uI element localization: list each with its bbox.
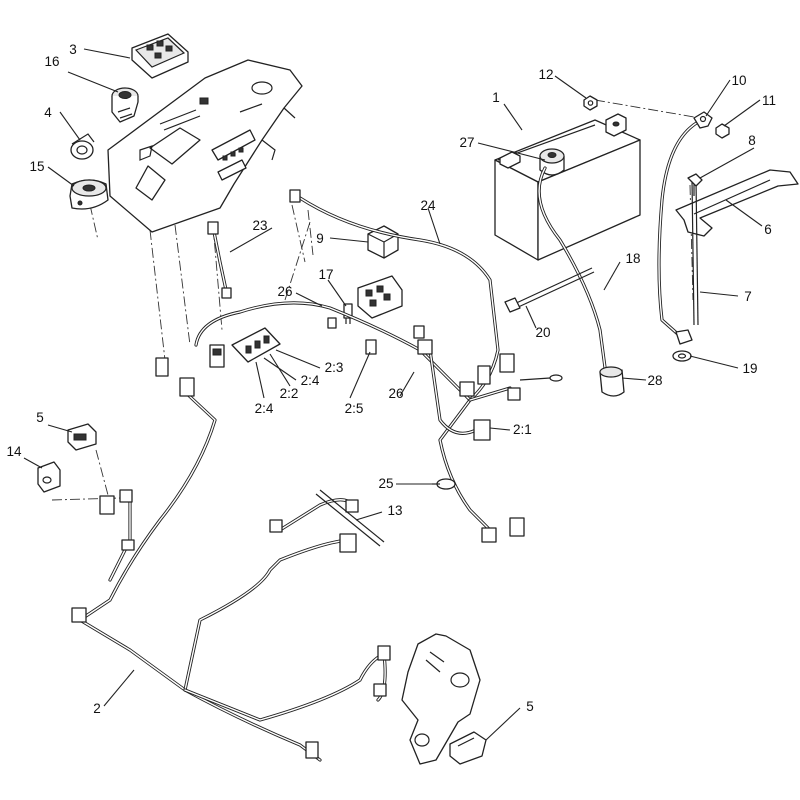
battery-cable-part-18 xyxy=(537,166,608,377)
callout-24: 24 xyxy=(420,198,436,213)
ground-cable-part-7 xyxy=(657,111,713,345)
relay-socket-block xyxy=(357,275,403,319)
callout-2: 2 xyxy=(93,701,101,716)
callout-7: 7 xyxy=(744,289,752,304)
callout-26a: 26 xyxy=(277,284,292,299)
callout-2-4b: 2:4 xyxy=(255,401,274,416)
leader-lines xyxy=(23,48,763,741)
lower-bracket xyxy=(401,633,481,765)
switch-part-14 xyxy=(37,461,61,493)
callout-23: 23 xyxy=(252,218,267,233)
callout-19: 19 xyxy=(742,361,757,376)
switch-part-5-upper xyxy=(67,423,97,451)
washer-part-19 xyxy=(672,350,692,362)
bolt-part-11 xyxy=(715,123,730,139)
callout-18: 18 xyxy=(625,251,640,266)
callout-2-2: 2:2 xyxy=(280,386,299,401)
lead-part-23 xyxy=(207,221,232,299)
cable-tie-part-25 xyxy=(432,478,456,490)
control-panel-plate xyxy=(107,59,303,233)
callout-2-1: 2:1 xyxy=(513,422,532,437)
fuse-part-17 xyxy=(343,303,353,324)
boot-part-4 xyxy=(70,133,95,160)
callout-9: 9 xyxy=(316,231,324,246)
callout-11: 11 xyxy=(762,93,776,108)
callout-4: 4 xyxy=(44,105,52,120)
callout-20: 20 xyxy=(535,325,550,340)
callout-8: 8 xyxy=(748,133,756,148)
cable-tie-part-20 xyxy=(504,267,595,313)
cable-boot-part-28 xyxy=(599,366,625,397)
screw-part-8 xyxy=(687,173,703,196)
callout-6: 6 xyxy=(764,222,772,237)
callout-1: 1 xyxy=(492,90,500,105)
battery-part-1 xyxy=(494,113,641,261)
callout-27: 27 xyxy=(459,135,474,150)
switch-part-5-lower xyxy=(449,731,487,765)
instrument-module-part-3 xyxy=(131,33,189,79)
callout-13: 13 xyxy=(387,503,402,518)
terminal-boot-part-27 xyxy=(539,148,565,176)
callout-14: 14 xyxy=(6,444,22,459)
key-switch-part-16 xyxy=(111,87,139,123)
callout-12: 12 xyxy=(538,67,553,82)
callout-2-4a: 2:4 xyxy=(301,373,320,388)
harness-connectors xyxy=(71,189,563,759)
callout-17: 17 xyxy=(318,267,333,282)
callout-28: 28 xyxy=(647,373,662,388)
nut-part-12 xyxy=(583,95,598,111)
main-wire-harness-part-2 xyxy=(78,196,512,762)
callout-3: 3 xyxy=(69,42,77,57)
callout-26b: 26 xyxy=(388,386,403,401)
callout-labels: 1 2 2:1 2:2 2:3 2:4 2:4 2:5 3 4 5 5 6 7 … xyxy=(6,42,776,716)
callout-2-3: 2:3 xyxy=(325,360,344,375)
callout-5-upper: 5 xyxy=(36,410,44,425)
callout-16: 16 xyxy=(44,54,59,69)
callout-10: 10 xyxy=(731,73,746,88)
cable-tie-part-13 xyxy=(315,489,385,547)
switch-knob-part-15 xyxy=(69,179,109,210)
callout-15: 15 xyxy=(29,159,44,174)
callout-5-lower: 5 xyxy=(526,699,534,714)
bracket-part-6 xyxy=(675,169,799,326)
callout-2-5: 2:5 xyxy=(345,401,364,416)
callout-25: 25 xyxy=(378,476,393,491)
